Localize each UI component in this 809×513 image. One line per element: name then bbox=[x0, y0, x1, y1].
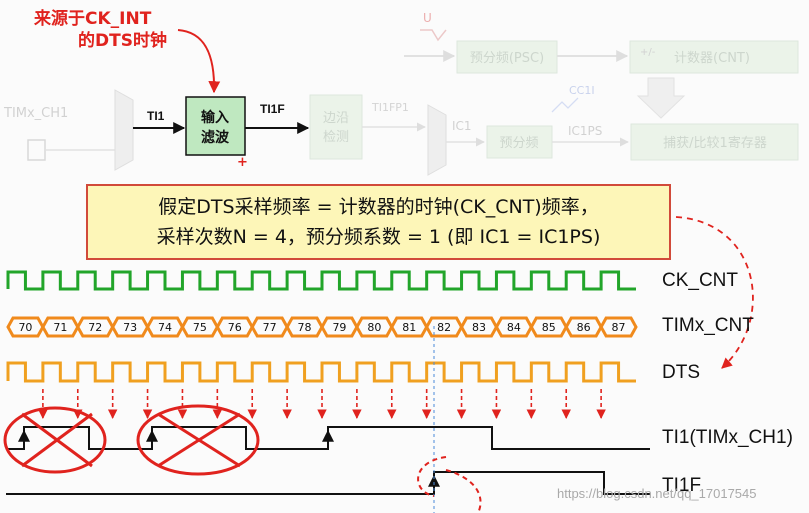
edge-detect-label-1: 边沿 bbox=[323, 111, 349, 126]
counter-value: 87 bbox=[612, 321, 626, 334]
dts-sample-arrows bbox=[38, 389, 606, 419]
counter-cell bbox=[599, 316, 638, 338]
capture-register-label: 捕获/比较1寄存器 bbox=[663, 135, 767, 151]
edge-detect-box bbox=[309, 94, 363, 160]
rejected-glitch-2 bbox=[136, 404, 260, 476]
counter-value: 75 bbox=[193, 321, 207, 334]
ck-cnt-waveform bbox=[6, 270, 636, 291]
counter-value: 81 bbox=[402, 321, 416, 334]
ti1-waveform bbox=[8, 426, 650, 450]
ck-cnt-label: CK_CNT bbox=[662, 270, 739, 291]
input-pin-label: TIMx_CH1 bbox=[3, 106, 68, 121]
source-arrow bbox=[177, 29, 221, 94]
ic1ps-label: IC1PS bbox=[568, 124, 602, 138]
counter-value: 78 bbox=[298, 321, 312, 334]
dts-trace bbox=[6, 361, 636, 383]
ck-cnt-trace bbox=[6, 270, 636, 291]
counter-value: 79 bbox=[332, 321, 346, 334]
u-label: U bbox=[423, 11, 432, 25]
ti1-label: TI1 bbox=[147, 109, 165, 123]
edge-detect-label-2: 检测 bbox=[323, 130, 349, 145]
counter-value: 74 bbox=[158, 321, 172, 334]
dts-waveform bbox=[6, 361, 636, 383]
source-note-line-2: 的DTS时钟 bbox=[78, 30, 167, 51]
ic1-label: IC1 bbox=[452, 119, 472, 133]
note-to-dts-arrow bbox=[675, 216, 754, 369]
capture-highlight bbox=[417, 456, 482, 513]
counter-value: 84 bbox=[507, 321, 521, 334]
assumption-box: 假定DTS采样频率 = 计数器的时钟(CK_CNT)频率， 采样次数N = 4，… bbox=[86, 184, 671, 260]
counter-value: 77 bbox=[263, 321, 277, 334]
counter-value: 71 bbox=[53, 321, 67, 334]
input-filter-box bbox=[185, 96, 246, 156]
assumption-line-1: 假定DTS采样频率 = 计数器的时钟(CK_CNT)频率， bbox=[158, 196, 599, 218]
active-filter-path: TI1 输入 滤波 + TI1F bbox=[133, 96, 310, 170]
prescaler-label: 预分频 bbox=[499, 136, 538, 151]
ti1fp1-label: TI1FP1 bbox=[371, 101, 409, 114]
watermark: https://blog.csdn.net/qq_17017545 bbox=[557, 486, 757, 501]
counter-value: 70 bbox=[18, 321, 32, 334]
assumption-line-2: 采样次数N = 4，预分频系数 = 1 (即 IC1 = IC1PS) bbox=[156, 226, 601, 248]
source-note-line-1: 来源于CK_INT bbox=[33, 8, 152, 29]
counter-value: 73 bbox=[123, 321, 137, 334]
rejected-glitch-1 bbox=[3, 406, 107, 474]
ti1f-signal-label: TI1F bbox=[662, 475, 702, 496]
counter-value: 82 bbox=[437, 321, 451, 334]
faded-block-diagram: U 预分频(PSC) +/- 计数器(CNT) TIMx_CH1 边沿 检测 T… bbox=[3, 11, 799, 176]
input-pin-box bbox=[27, 139, 46, 161]
counter-value: 76 bbox=[228, 321, 242, 334]
ti1f-waveform bbox=[6, 471, 650, 495]
source-note: 来源于CK_INT 的DTS时钟 bbox=[33, 8, 221, 94]
plus-minus-label: +/- bbox=[640, 47, 656, 58]
ti1f-label: TI1F bbox=[260, 102, 285, 116]
psc-label: 预分频(PSC) bbox=[470, 51, 544, 66]
counter-value: 80 bbox=[367, 321, 381, 334]
input-filter-label-2: 滤波 bbox=[201, 129, 230, 146]
counter-value: 72 bbox=[88, 321, 102, 334]
prescaler-box bbox=[486, 125, 553, 159]
capture-register-box bbox=[630, 123, 799, 161]
cnt-box bbox=[629, 40, 799, 74]
input-filter-label-1: 输入 bbox=[201, 109, 229, 126]
counter-value: 85 bbox=[542, 321, 556, 334]
filter-plus-mark: + bbox=[237, 155, 248, 170]
counter-value: 86 bbox=[577, 321, 591, 334]
cnt-label: 计数器(CNT) bbox=[674, 51, 750, 66]
timx-cnt-label: TIMx_CNT bbox=[662, 315, 754, 336]
ti1-timx-ch1-label: TI1(TIMx_CH1) bbox=[662, 427, 793, 448]
timx-cnt-waveform: 70 71 72 73 74 75 76 77 78 79 80 81 82 83 84 85 86 87 bbox=[6, 316, 638, 338]
psc-box bbox=[456, 40, 558, 74]
cc1i-label: CC1I bbox=[569, 84, 595, 97]
counter-value: 83 bbox=[472, 321, 486, 334]
dts-label: DTS bbox=[662, 362, 700, 383]
